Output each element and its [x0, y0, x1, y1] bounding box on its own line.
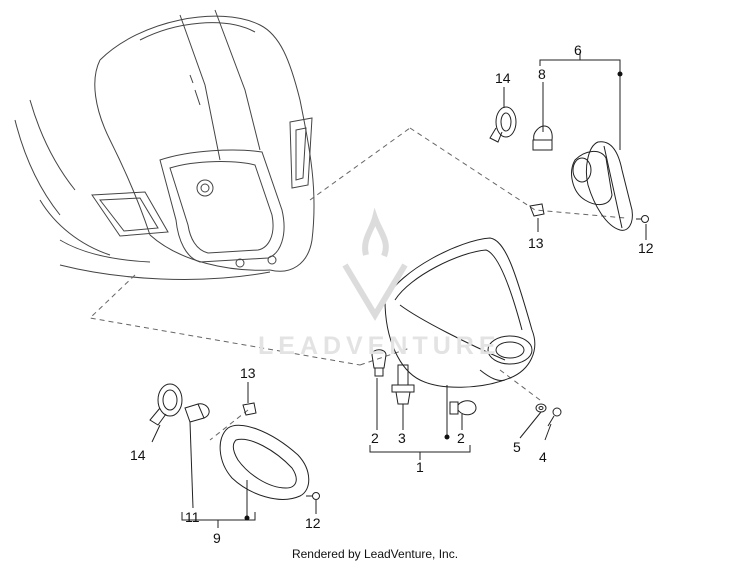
callout-2-left[interactable]: 2: [371, 430, 379, 446]
callout-2-right[interactable]: 2: [457, 430, 465, 446]
callout-14-left[interactable]: 14: [130, 447, 146, 463]
headlamp-screw: [547, 407, 562, 427]
right-turn-signal-lens: [571, 141, 633, 231]
left-screw: [306, 492, 320, 500]
side-bulb: [449, 400, 477, 416]
scooter-front-body: [14, 9, 315, 280]
assembly-guide-lines: [88, 127, 626, 441]
left-bulb-socket: [149, 383, 183, 426]
callout-11[interactable]: 11: [185, 509, 200, 525]
headlamp-group: [369, 237, 562, 460]
callout-13-right[interactable]: 13: [528, 235, 544, 251]
watermark-text: LEADVENTURE: [258, 332, 501, 360]
watermark-logo: [342, 207, 408, 321]
footer-credit: Rendered by LeadVenture, Inc.: [291, 547, 459, 561]
callout-12-left[interactable]: 12: [305, 515, 321, 531]
left-turn-signal-lens: [219, 424, 310, 500]
callout-9[interactable]: 9: [213, 530, 221, 546]
left-turn-signal-group: [149, 382, 320, 528]
right-screw: [636, 215, 649, 223]
headlamp-lens: [384, 237, 536, 388]
right-bulb-socket: [489, 106, 517, 143]
right-clip: [529, 203, 545, 217]
callout-1[interactable]: 1: [416, 459, 424, 475]
callout-4[interactable]: 4: [539, 449, 547, 465]
right-turn-signal-group: [489, 52, 649, 240]
callout-6[interactable]: 6: [574, 42, 582, 58]
washer: [535, 403, 547, 413]
left-clip: [242, 402, 257, 416]
callout-14-right[interactable]: 14: [495, 70, 511, 86]
callout-12-right[interactable]: 12: [638, 240, 654, 256]
headlamp-bulb: [391, 364, 415, 405]
callout-5[interactable]: 5: [513, 439, 521, 455]
right-bulb: [532, 125, 553, 151]
callout-8[interactable]: 8: [538, 66, 546, 82]
callout-3[interactable]: 3: [398, 430, 406, 446]
parking-bulb: [371, 349, 387, 377]
left-bulb: [184, 403, 210, 423]
callout-13-left[interactable]: 13: [240, 365, 256, 381]
